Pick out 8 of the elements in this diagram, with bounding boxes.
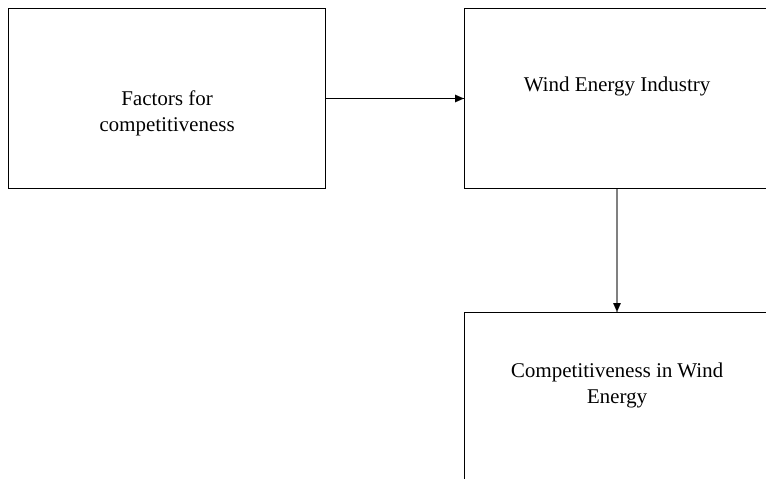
process-box <box>464 312 766 479</box>
process-box <box>8 8 326 189</box>
process-box <box>464 8 766 189</box>
box-label: Wind Energy Industry <box>524 71 710 97</box>
box-label: Factors for competitiveness <box>98 85 236 137</box>
arrow <box>326 94 464 102</box>
arrow <box>613 188 621 312</box>
box-label: Competitiveness in Wind Energy <box>510 357 724 409</box>
